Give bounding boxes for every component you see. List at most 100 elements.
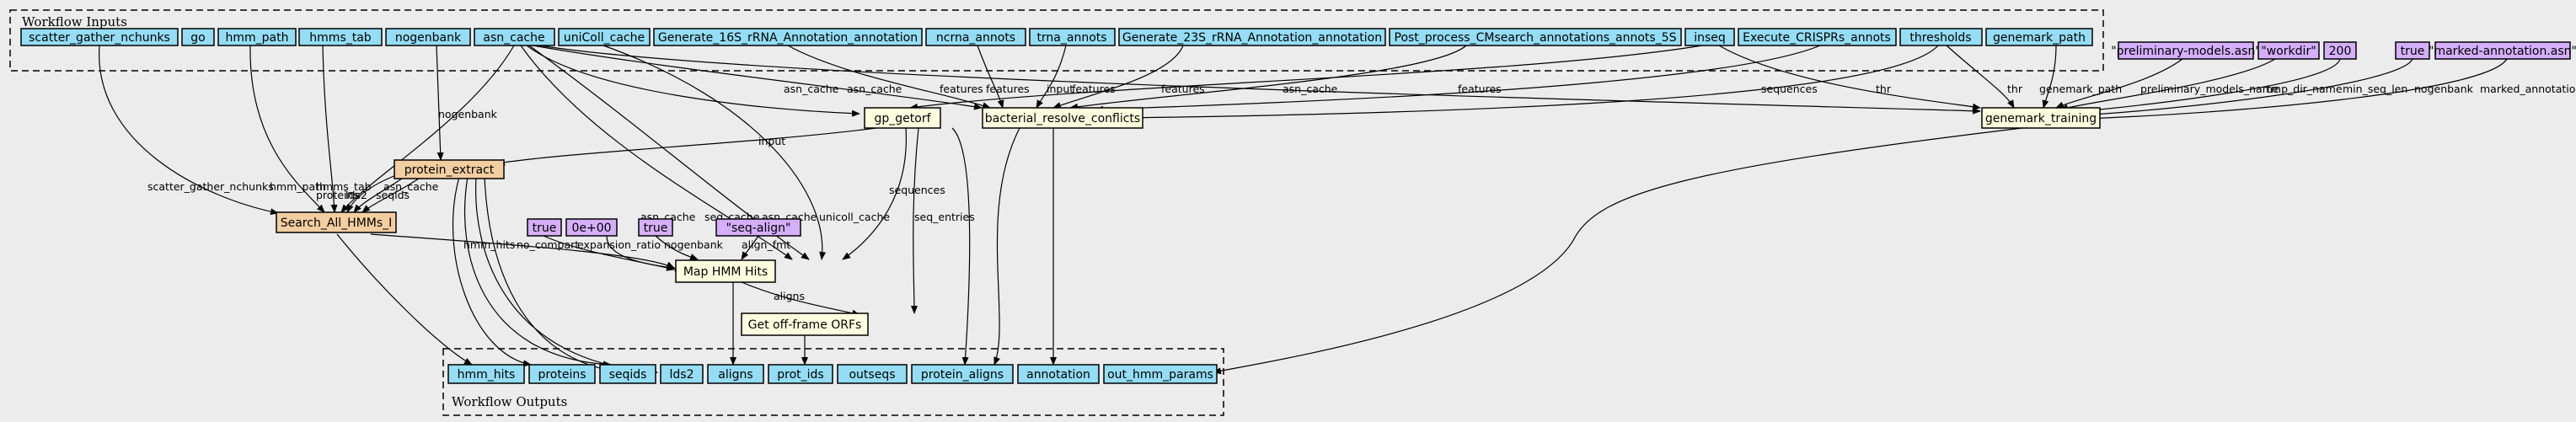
- input-node[interactable]: ncrna_annots: [925, 28, 1026, 46]
- edge-label: hmm_hits: [463, 238, 515, 251]
- svg-text:"preliminary-models.asn": "preliminary-models.asn": [2111, 45, 2261, 58]
- edge-trna-to-resolve: [1036, 45, 1067, 109]
- input-node[interactable]: thresholds: [1899, 28, 1983, 46]
- svg-text:Generate_16S_rRNA_Annotation_a: Generate_16S_rRNA_Annotation_annotation: [658, 31, 918, 45]
- edge-label: align_fmt: [742, 238, 790, 251]
- output-node[interactable]: annotation: [1017, 364, 1100, 384]
- edge-label: seq_entries: [914, 211, 975, 223]
- input-node[interactable]: Execute_CRISPRs_annots: [1738, 28, 1897, 46]
- step-bacterial-resolve-conflicts[interactable]: bacterial_resolve_conflicts: [982, 107, 1143, 129]
- input-nodes: scatter_gather_nchunks go hmm_path hmms_…: [20, 28, 2093, 46]
- svg-text:hmm_path: hmm_path: [226, 31, 289, 45]
- output-node[interactable]: prot_ids: [768, 364, 833, 384]
- edge-label: unicoll_cache: [819, 211, 890, 223]
- output-node[interactable]: seqids: [599, 364, 656, 384]
- edge-protein-to-search-proteins: [346, 174, 397, 213]
- input-node[interactable]: genemark_path: [1985, 28, 2093, 46]
- output-node[interactable]: aligns: [707, 364, 764, 384]
- step-genemark-training[interactable]: genemark_training: [1981, 107, 2101, 129]
- edge-label: input: [1047, 83, 1074, 95]
- svg-text:annotation: annotation: [1026, 368, 1090, 382]
- input-node[interactable]: hmm_path: [217, 28, 297, 46]
- default-node[interactable]: 200: [2323, 41, 2357, 60]
- edge-thresholds-to-resolve: [1120, 45, 1939, 121]
- edge-hmmpath-to-search: [249, 45, 325, 213]
- default-node[interactable]: "marked-annotation.asn": [2429, 41, 2576, 60]
- input-node[interactable]: asn_cache: [474, 28, 555, 46]
- edge-16s-to-resolve: [787, 45, 991, 110]
- edge-23s-to-resolve: [1052, 45, 1184, 109]
- svg-text:true: true: [644, 222, 668, 235]
- input-node[interactable]: scatter_gather_nchunks: [20, 28, 179, 46]
- svg-text:genemark_path: genemark_path: [1993, 31, 2086, 45]
- edge-label: lds2: [345, 189, 367, 201]
- input-node[interactable]: Generate_23S_rRNA_Annotation_annotation: [1118, 28, 1386, 46]
- workflow-inputs-cluster: [9, 9, 2104, 72]
- svg-text:Post_process_CMsearch_annotati: Post_process_CMsearch_annotations_annots…: [1395, 31, 1677, 45]
- edge-label: nogenbank: [664, 238, 724, 251]
- subworkflow-search-all-hmms[interactable]: Search_All_HMMs_I: [276, 211, 397, 233]
- edge-200-to-genemark: [2064, 58, 2341, 116]
- svg-text:lds2: lds2: [670, 368, 694, 382]
- step-gp-getorf[interactable]: gp_getorf: [864, 107, 941, 129]
- edge-label: expansion_ratio: [577, 238, 661, 251]
- edge-crisprs-to-resolve: [1095, 45, 1821, 113]
- input-node[interactable]: go: [181, 28, 215, 46]
- edge-label: thr: [1876, 83, 1892, 95]
- svg-text:bacterial_resolve_conflicts: bacterial_resolve_conflicts: [985, 112, 1140, 126]
- edge-workdir-to-genemark: [2059, 58, 2276, 111]
- edge-label: features: [1072, 83, 1116, 95]
- step-get-off-frame-orfs[interactable]: Get off-frame ORFs: [741, 312, 869, 336]
- edge-0e-to-maphmm: [606, 235, 683, 272]
- edge-label: tmp_dir_name: [2267, 83, 2343, 95]
- edges: [99, 45, 2508, 376]
- svg-text:protein_aligns: protein_aligns: [921, 368, 1004, 382]
- default-node[interactable]: "seq-align": [715, 218, 801, 237]
- edge-label: input: [758, 135, 785, 147]
- default-node[interactable]: "preliminary-models.asn": [2111, 41, 2261, 60]
- default-node[interactable]: true: [2395, 41, 2430, 60]
- input-node[interactable]: uniColl_cache: [558, 28, 651, 46]
- input-node[interactable]: nogenbank: [385, 28, 471, 46]
- output-node[interactable]: outseqs: [837, 364, 908, 384]
- output-node[interactable]: out_hmm_params: [1103, 364, 1218, 384]
- input-node[interactable]: Generate_16S_rRNA_Annotation_annotation: [653, 28, 923, 46]
- step-map-hmm-hits[interactable]: Map HMM Hits: [675, 259, 776, 283]
- edge-getorf-to-protein: [496, 127, 877, 166]
- svg-text:inseq: inseq: [1694, 31, 1726, 45]
- default-node[interactable]: true: [527, 218, 562, 237]
- input-node[interactable]: Post_process_CMsearch_annotations_annots…: [1389, 28, 1682, 46]
- edge-asncache-to-genemark: [538, 45, 1981, 115]
- edge-label: asn_cache: [784, 83, 839, 95]
- svg-text:"workdir": "workdir": [2261, 45, 2316, 58]
- svg-text:Map HMM Hits: Map HMM Hits: [683, 265, 768, 279]
- input-node[interactable]: trna_annots: [1029, 28, 1116, 46]
- edge-true2-to-maphmm: [655, 235, 699, 260]
- edge-label: proteins: [316, 189, 359, 201]
- subworkflow-nodes: protein_extract Search_All_HMMs_I: [276, 159, 505, 233]
- edge-search-to-maphmm: [370, 233, 675, 269]
- output-node[interactable]: hmm_hits: [447, 364, 525, 384]
- svg-text:200: 200: [2329, 45, 2352, 58]
- svg-text:Get off-frame ORFs: Get off-frame ORFs: [748, 318, 862, 332]
- output-node[interactable]: protein_aligns: [911, 364, 1014, 384]
- edge-label: marked_annotation_name: [2480, 83, 2576, 95]
- input-node[interactable]: inseq: [1684, 28, 1735, 46]
- svg-text:hmm_hits: hmm_hits: [458, 368, 516, 382]
- edge-asncache-to-resolve: [532, 45, 983, 110]
- default-node[interactable]: 0e+00: [565, 218, 618, 237]
- step-nodes: gp_getorf bacterial_resolve_conflicts ge…: [675, 107, 2101, 336]
- edge-asncache-to-maphmm: [520, 45, 793, 260]
- edge-label: hmms_tab: [316, 180, 372, 193]
- subworkflow-protein-extract[interactable]: protein_extract: [394, 159, 505, 179]
- edge-label: features: [940, 83, 983, 95]
- input-node[interactable]: hmms_tab: [298, 28, 383, 46]
- output-node[interactable]: lds2: [660, 364, 704, 384]
- edge-protein-to-seqids-2: [484, 176, 612, 373]
- default-node[interactable]: true: [638, 218, 673, 237]
- edge-protein-to-lds2: [475, 176, 658, 376]
- output-node[interactable]: proteins: [528, 364, 596, 384]
- default-node[interactable]: "workdir": [2257, 41, 2320, 60]
- edge-label: preliminary_models_name: [2140, 83, 2279, 95]
- svg-text:go: go: [190, 31, 205, 45]
